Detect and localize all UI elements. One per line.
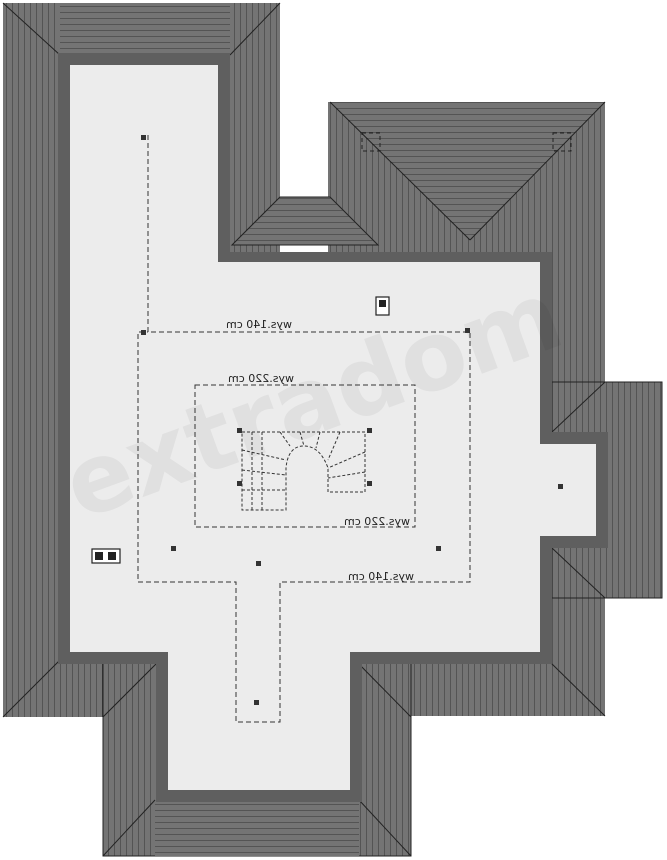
chimney-vent-left xyxy=(91,548,121,564)
markers xyxy=(141,135,563,705)
floor xyxy=(70,65,596,790)
marker xyxy=(558,484,563,489)
marker xyxy=(367,481,372,486)
staircase xyxy=(241,431,366,511)
marker xyxy=(465,328,470,333)
height-label-220-top: wys.220 cm xyxy=(228,372,294,385)
marker xyxy=(171,546,176,551)
chimney-vent-upper xyxy=(375,296,390,316)
marker xyxy=(141,135,146,140)
marker xyxy=(256,561,261,566)
marker xyxy=(237,428,242,433)
chimney-top-left xyxy=(361,132,381,152)
marker xyxy=(141,330,146,335)
height-label-140-top: wys.140 cm xyxy=(226,318,292,331)
marker xyxy=(254,700,259,705)
roof-dormer-top xyxy=(230,196,380,246)
roof-hips xyxy=(2,659,606,718)
height-label-140-bottom: wys.140 cm xyxy=(348,570,414,583)
height-labels: wys.140 cm wys.220 cm wys.220 cm wys.140… xyxy=(226,318,414,583)
marker xyxy=(436,546,441,551)
marker xyxy=(237,481,242,486)
height-line-140 xyxy=(137,135,471,723)
marker xyxy=(367,428,372,433)
height-label-220-bottom: wys.220 cm xyxy=(344,515,410,528)
height-line-220 xyxy=(194,384,416,528)
chimney-top-right xyxy=(552,132,572,152)
